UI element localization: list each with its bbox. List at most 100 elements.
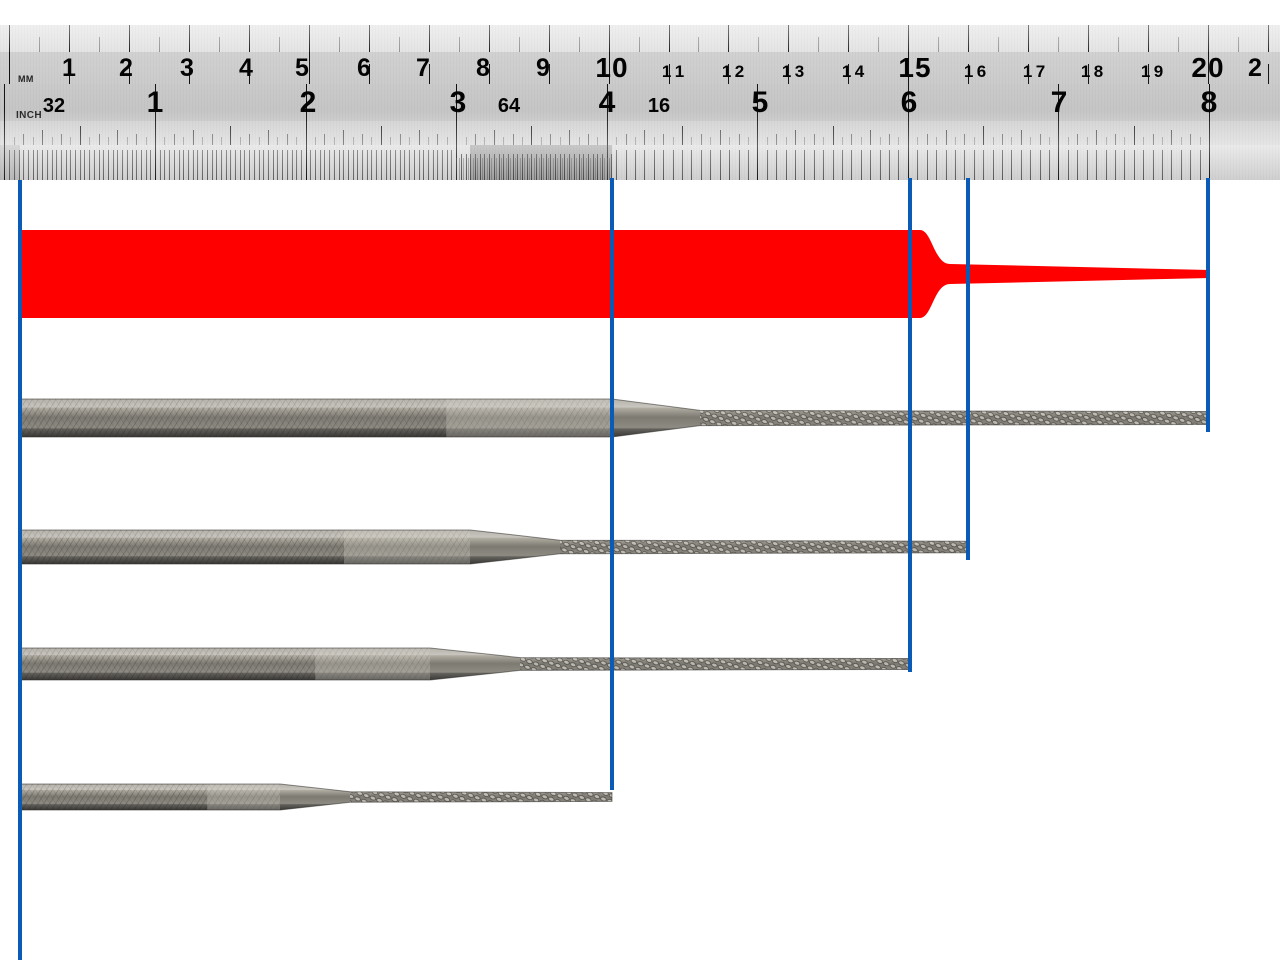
ruler-mm-tick	[338, 37, 340, 52]
ruler-inch-subtick	[456, 145, 458, 180]
ruler-inch-subtick	[291, 150, 293, 180]
ruler-inch-subtick	[432, 150, 434, 180]
ruler-inch-subtick	[936, 150, 938, 180]
ruler-inch-subtick	[489, 154, 491, 180]
ruler-inch-subtick	[371, 150, 373, 180]
measure-line-4in[interactable]	[610, 178, 614, 790]
ruler-inch-64th-tick	[538, 158, 540, 180]
ruler-inch-tick	[1161, 137, 1163, 145]
measure-line-6in[interactable]	[908, 178, 912, 672]
ruler-inch-64th-tick	[564, 158, 566, 180]
ruler-mm-divider	[248, 64, 250, 84]
ruler-inch-subtick	[776, 150, 778, 180]
ruler-inch-tick	[964, 134, 966, 145]
ruler-inch-tick	[672, 137, 674, 145]
ruler-inch-tick	[4, 121, 6, 145]
ruler-inch-64th-tick	[505, 158, 507, 180]
ruler-inch-tick	[23, 134, 25, 145]
ruler-inch-subtick	[376, 150, 378, 180]
ruler-inch-subtick	[126, 150, 128, 180]
ruler-inch-subtick	[578, 154, 580, 180]
ruler-mm-label: 1 6	[963, 62, 987, 81]
ruler-inch-tick	[164, 137, 166, 145]
ruler-inch-64th-tick	[500, 158, 502, 180]
ruler-inch-subtick	[249, 150, 251, 180]
ruler-inch-subtick	[277, 150, 279, 180]
ruler-inch-64th-tick	[512, 158, 514, 180]
ruler-inch-tick	[813, 134, 815, 145]
measure-line-left-datum[interactable]	[18, 180, 22, 960]
ruler-mm-tick	[368, 25, 370, 52]
ruler-inch-subtick	[813, 150, 815, 180]
ruler-inch-64th-tick	[550, 158, 552, 180]
ruler-inch-64th-tick	[602, 158, 603, 180]
ruler-mm-label: 1 8	[1080, 62, 1104, 81]
ruler-inch-tick	[540, 137, 542, 145]
ruler-inch-tick	[211, 134, 213, 145]
ruler-inch-subtick	[225, 150, 227, 180]
ruler-inch-tick	[1105, 137, 1107, 145]
ruler-mm-tick	[518, 37, 520, 52]
ruler-inch-64th-tick	[590, 158, 592, 180]
ruler-mm-label: 8	[476, 54, 490, 82]
ruler-inch-64th-tick	[465, 158, 467, 180]
ruler-inch-subtick	[296, 150, 298, 180]
ruler-mm-divider	[1208, 52, 1209, 84]
ruler-inch-subtick	[159, 150, 161, 180]
ruler-inch-subtick	[870, 150, 872, 180]
ruler-inch-subtick	[503, 154, 505, 180]
measure-line-8in[interactable]	[1206, 178, 1210, 432]
ruler-inch-subtick	[766, 150, 768, 180]
ruler-inch-64th-tick	[604, 158, 606, 180]
measure-line-6p3in[interactable]	[966, 178, 970, 560]
ruler-inch-tick	[418, 130, 420, 145]
ruler-inch-subtick	[973, 150, 975, 180]
ruler-inch-tick	[1049, 137, 1050, 145]
ruler-inch-subtick	[437, 150, 439, 180]
ruler-inch-subtick	[18, 150, 20, 180]
ruler-inch-tick	[710, 137, 712, 145]
ruler-mm-label: 20	[1191, 52, 1225, 83]
ruler-inch-tick	[503, 137, 505, 145]
ruler-inch-subtick	[663, 150, 665, 180]
ruler-inch-subtick	[338, 150, 340, 180]
ruler-inch-divider	[305, 84, 307, 121]
ruler-inch-subtick	[84, 150, 86, 180]
ruler-inch-subtick	[65, 150, 67, 180]
ruler-inch-subtick	[644, 150, 646, 180]
ruler-inch-tick	[1190, 134, 1192, 145]
ruler-mm-divider	[788, 64, 790, 84]
ruler-inch-unit-label: INCH	[16, 110, 43, 121]
ruler-inch-subtick	[258, 150, 260, 180]
ruler-inch-graduation-band-lower	[0, 145, 1280, 180]
ruler-inch-subtick	[70, 150, 72, 180]
ruler-inch-subtick	[691, 150, 693, 180]
ruler-inch-tick	[945, 130, 947, 145]
ruler-inch-subtick	[479, 154, 481, 180]
ruler-inch-64th-tick	[489, 158, 491, 180]
ruler-inch-64th-tick	[552, 158, 554, 180]
ruler-inch-subtick	[1171, 150, 1173, 180]
ruler-inch-tick	[1030, 137, 1032, 145]
ruler-inch-subtick	[75, 150, 76, 180]
ruler-inch-subtick	[427, 150, 429, 180]
ruler-inch-subtick	[150, 150, 152, 180]
ruler-inch-subtick	[37, 150, 39, 180]
ruler-mm-tick	[218, 37, 220, 52]
ruler-inch-subtick	[117, 150, 119, 180]
ruler-mm-tick	[758, 37, 760, 52]
ruler-inch-subtick	[197, 150, 199, 180]
ruler-inch-tick	[559, 137, 561, 145]
ruler-mm-tick	[848, 25, 850, 52]
ruler-inch-tick	[333, 137, 335, 145]
ruler-mm-tick	[578, 37, 580, 52]
ruler-inch-tick	[1096, 130, 1098, 145]
ruler-mm-tick	[278, 37, 280, 52]
ruler-inch-64th-tick	[477, 158, 479, 180]
ruler-inch-subtick	[517, 154, 519, 180]
ruler-inch-subtick	[13, 150, 15, 180]
ruler-inch-subtick	[917, 150, 919, 180]
ruler-inch-subtick	[282, 150, 283, 180]
ruler-inch-64th-tick	[484, 158, 486, 180]
